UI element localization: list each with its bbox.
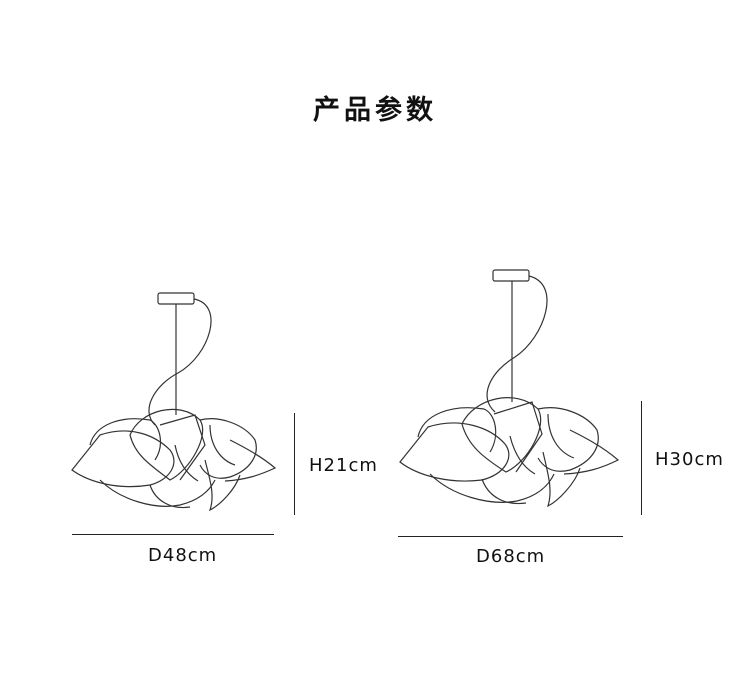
diameter-dimension-line-small	[72, 534, 274, 535]
height-dimension-line-small	[294, 413, 295, 515]
height-label-large: H30cm	[655, 449, 724, 470]
pendant-lamp-large-illustration	[399, 269, 620, 508]
pendant-lamp-small-illustration	[71, 292, 277, 512]
height-dimension-line-large	[641, 401, 642, 515]
diameter-label-small: D48cm	[148, 545, 218, 566]
diameter-label-large: D68cm	[476, 546, 546, 567]
height-label-small: H21cm	[309, 455, 378, 476]
diameter-dimension-line-large	[398, 536, 623, 537]
page-title: 产品参数	[313, 95, 437, 126]
